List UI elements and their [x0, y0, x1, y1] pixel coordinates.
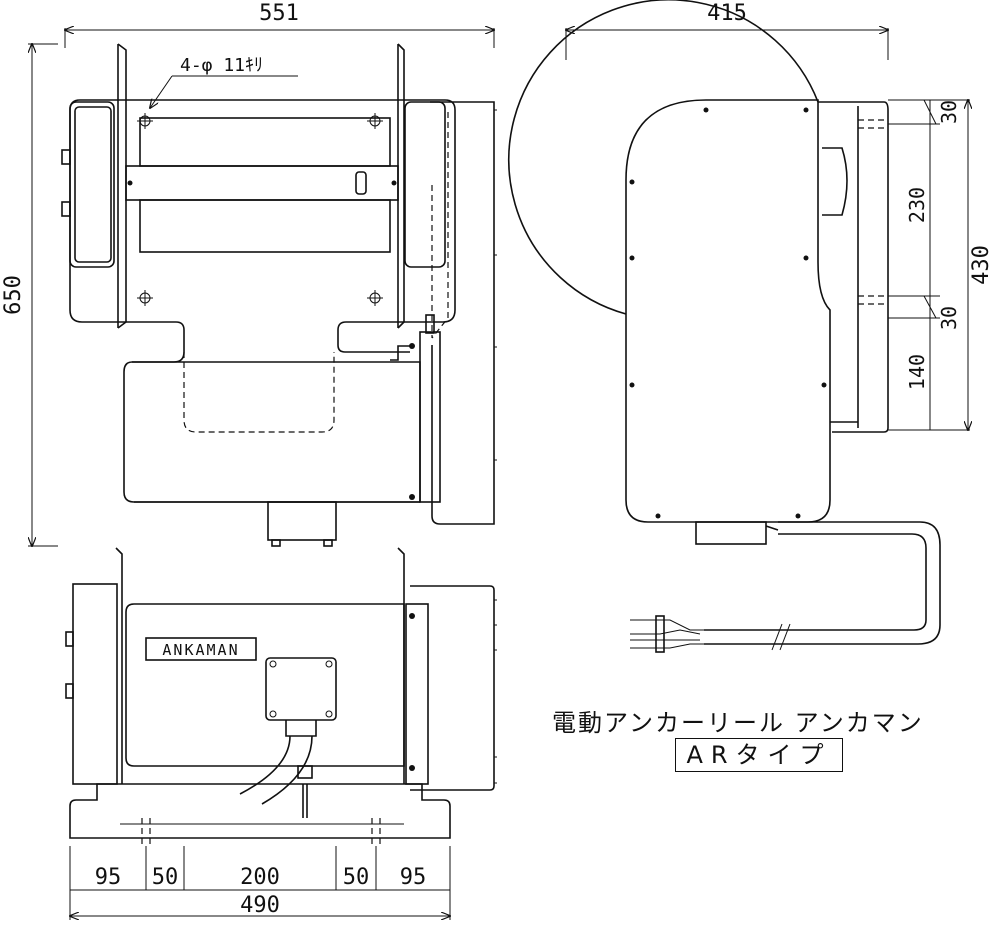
top-view: 551 650 4-φ 11ｷﾘ [1, 1, 497, 546]
dim-95-left: 95 [95, 865, 122, 890]
dim-230: 230 [905, 187, 929, 223]
dim-140: 140 [905, 354, 929, 390]
dim-50-left: 50 [152, 865, 179, 890]
dim-30-mid: 30 [937, 306, 961, 330]
hole-note: 4-φ 11ｷﾘ [180, 55, 263, 76]
type-label: ARタイプ [675, 738, 843, 772]
dim-30-top: 30 [937, 100, 961, 124]
dim-490: 490 [240, 893, 280, 918]
mount-hole-markers [137, 113, 383, 306]
dim-650: 650 [1, 275, 26, 315]
dim-200: 200 [240, 865, 280, 890]
dim-430: 430 [969, 245, 994, 285]
side-view: 415 [508, 0, 994, 653]
nameplate-text: ANKAMAN [162, 641, 239, 659]
dim-415: 415 [707, 1, 747, 26]
dim-551: 551 [259, 1, 299, 26]
dim-50-right: 50 [343, 865, 370, 890]
product-name: 電動アンカーリール アンカマン [552, 709, 924, 737]
dim-95-right: 95 [400, 865, 427, 890]
front-view: ANKAMAN 95 50 200 50 95 490 [65, 547, 497, 920]
